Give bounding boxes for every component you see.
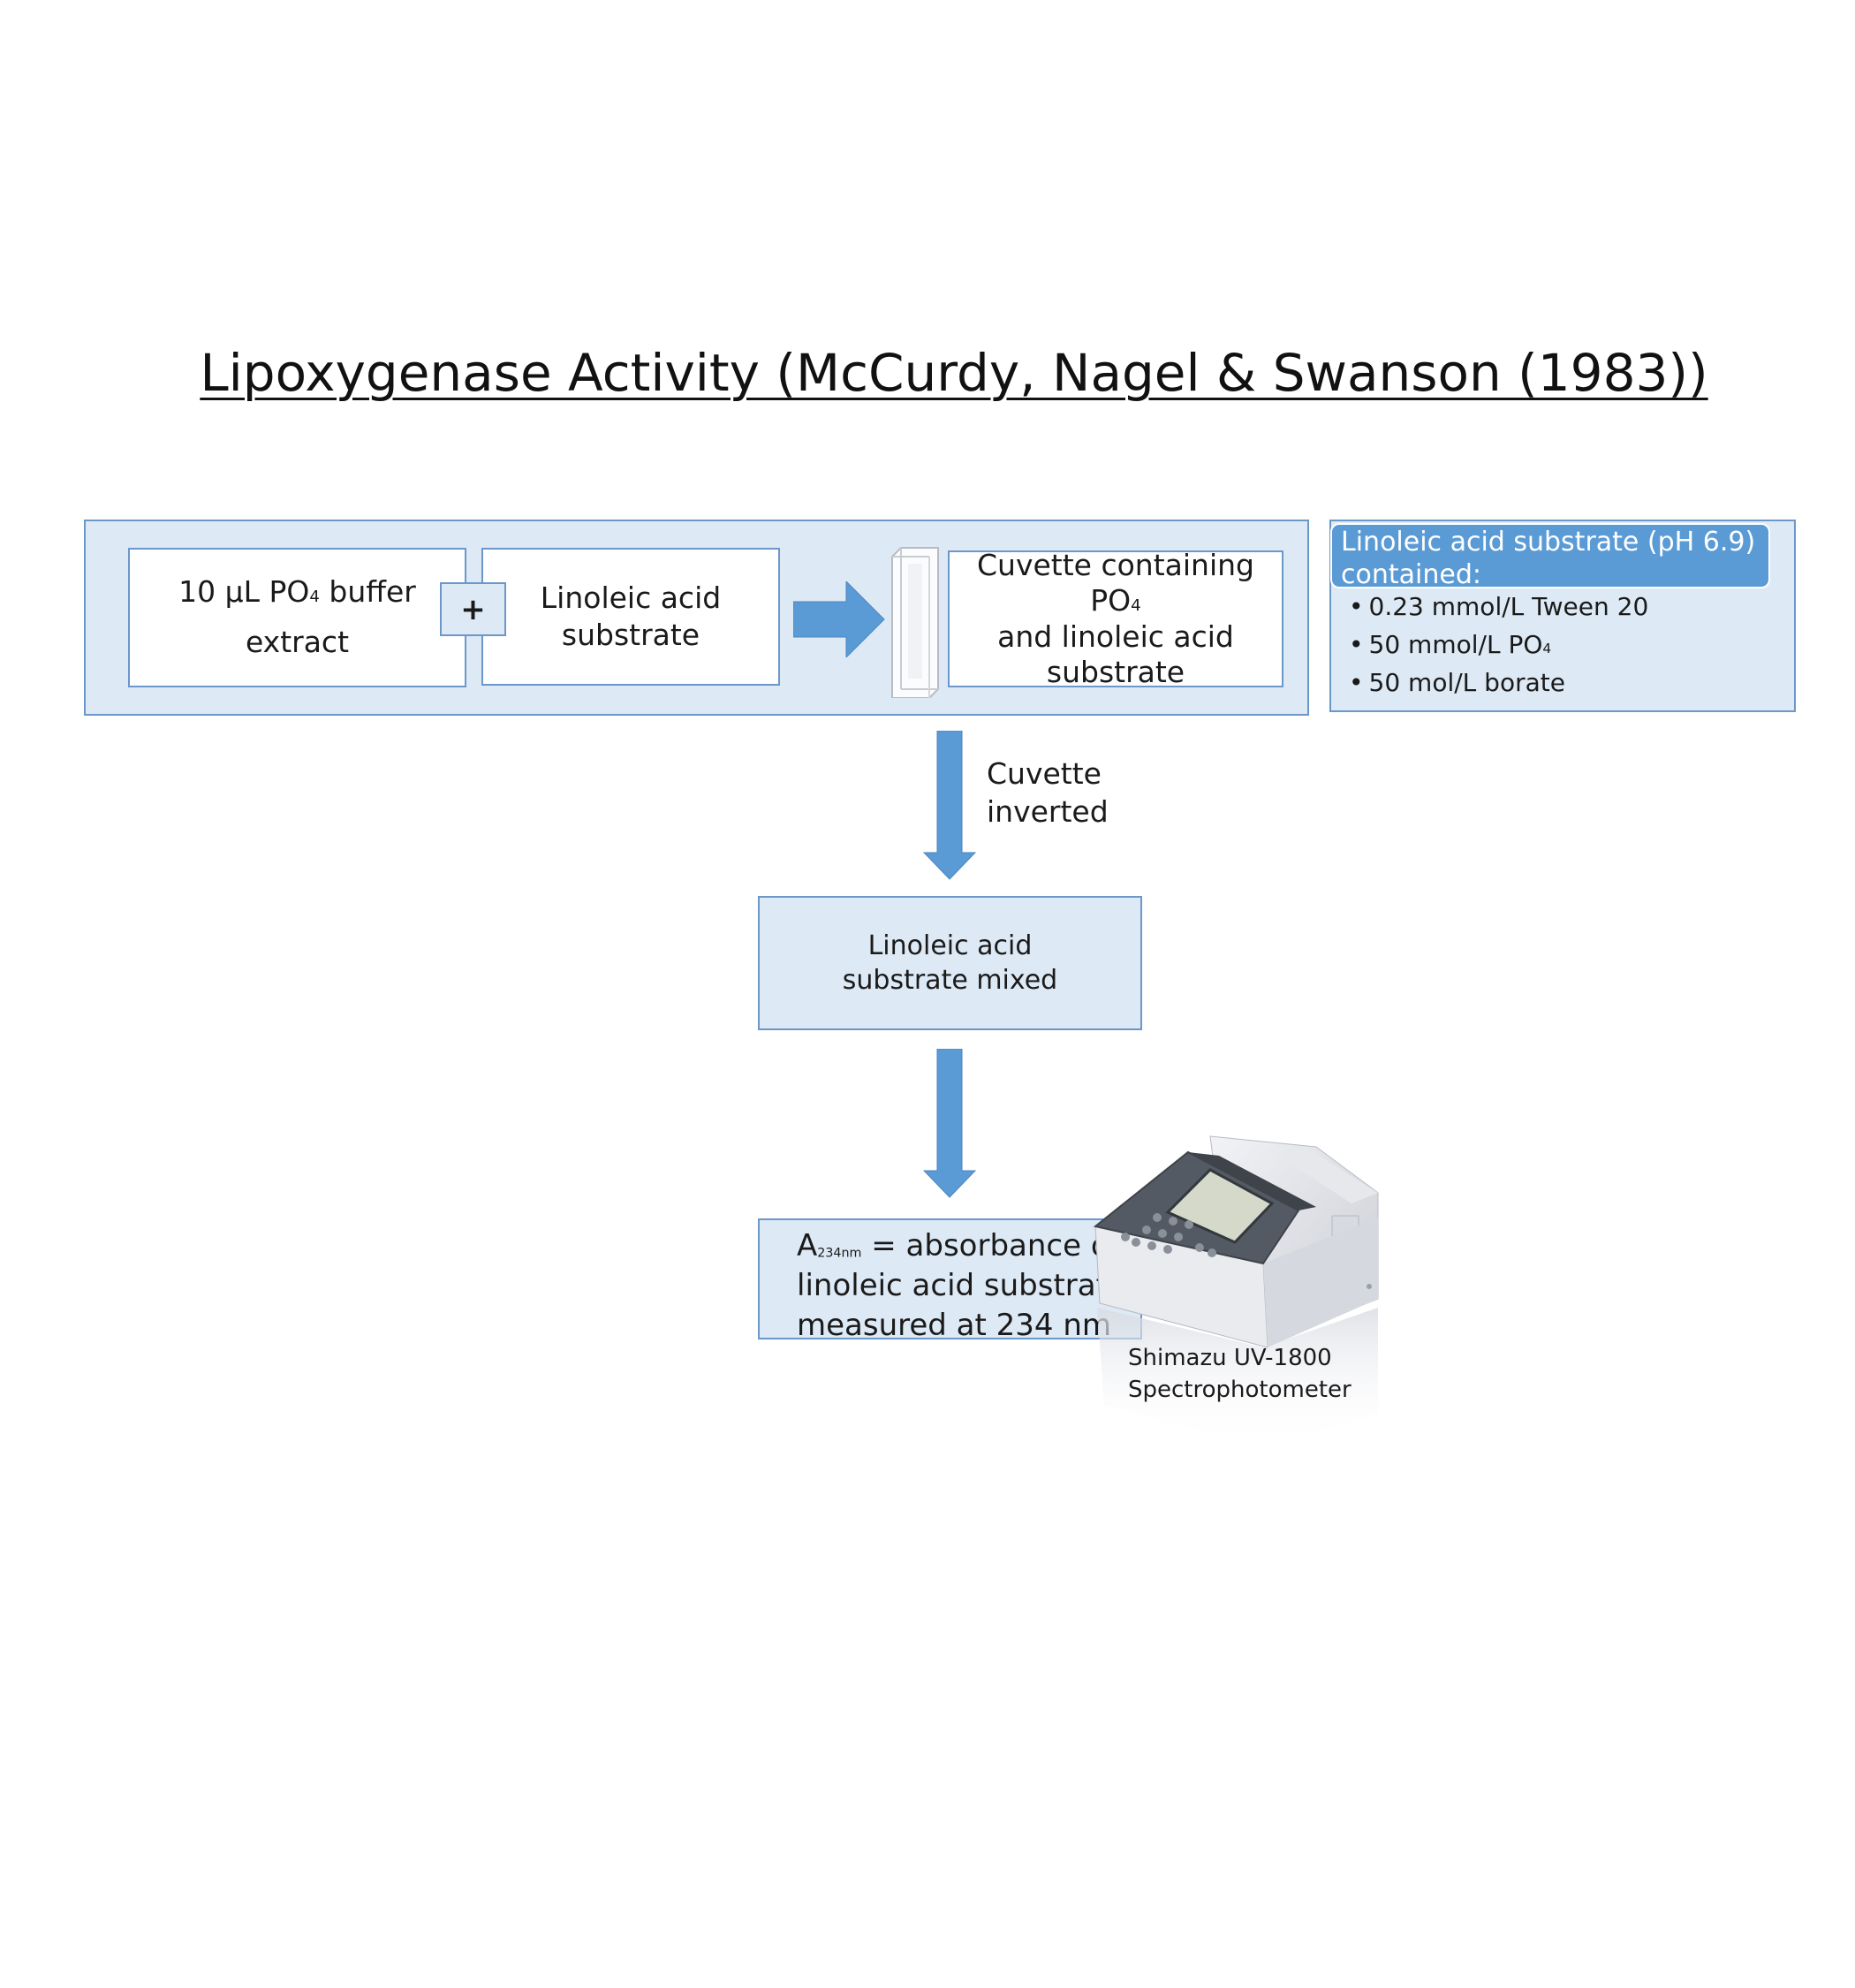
absorbance-result-text: A234nm = absorbance of linoleic acid sub… xyxy=(797,1226,1126,1346)
absorbance-line1: A234nm = absorbance of xyxy=(797,1228,1120,1263)
plus-sign: + xyxy=(440,582,506,636)
cuvette-icon xyxy=(891,547,939,698)
cuvette-contents-line3: substrate xyxy=(1046,654,1185,689)
cuvette-contents-box: Cuvette containing PO4 and linoleic acid… xyxy=(948,548,1283,689)
substrate-composition-list: 0.23 mmol/L Tween 20 50 mmol/L PO4 50 mo… xyxy=(1349,588,1773,702)
spectrophotometer-image xyxy=(1093,1135,1379,1449)
composition-item-tween: 0.23 mmol/L Tween 20 xyxy=(1349,588,1773,626)
absorbance-line3: measured at 234 nm xyxy=(797,1307,1112,1343)
linoleic-substrate-box: Linoleic acid substrate xyxy=(481,548,780,686)
cuvette-contents-line2: and linoleic acid xyxy=(997,618,1234,654)
substrate-composition-header: Linoleic acid substrate (pH 6.9) contain… xyxy=(1330,523,1770,590)
substrate-mixed-line1: Linoleic acid xyxy=(867,930,1033,961)
buffer-extract-line1: 10 µL PO4 buffer xyxy=(178,574,416,610)
substrate-mixed-box: Linoleic acid substrate mixed xyxy=(758,896,1142,1030)
buffer-extract-line2: extract xyxy=(245,625,350,659)
absorbance-line2: linoleic acid substrate xyxy=(797,1267,1126,1303)
substrate-mixed-line2: substrate mixed xyxy=(842,965,1058,996)
page-title: Lipoxygenase Activity (McCurdy, Nagel & … xyxy=(200,343,1708,403)
buffer-extract-box: 10 µL PO4 buffer extract xyxy=(128,548,466,687)
linoleic-substrate-line1: Linoleic acid xyxy=(540,580,722,615)
down-arrow-icon xyxy=(923,731,976,880)
cuvette-contents-line1: Cuvette containing PO4 xyxy=(977,548,1254,618)
composition-item-phosphate: 50 mmol/L PO4 xyxy=(1349,626,1773,664)
absorbance-result-box xyxy=(758,1218,1142,1339)
linoleic-substrate-line2: substrate xyxy=(561,618,700,652)
right-arrow-icon xyxy=(793,581,885,657)
cuvette-inverted-label: Cuvette inverted xyxy=(987,756,1109,829)
down-arrow-icon xyxy=(923,1049,976,1198)
instrument-caption: Shimazu UV-1800 Spectrophotometer xyxy=(1128,1345,1352,1403)
composition-item-borate: 50 mol/L borate xyxy=(1349,664,1773,702)
